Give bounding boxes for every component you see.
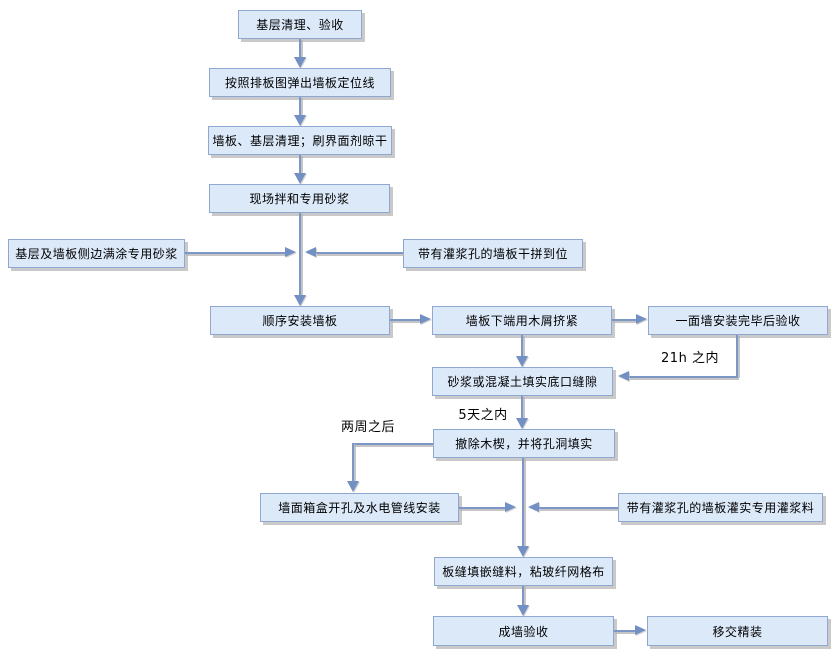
arrow-right-icon bbox=[505, 502, 516, 512]
arrow-right-icon bbox=[636, 314, 647, 324]
node-grout-panels: 带有灌浆孔的墙板灌实专用灌浆料 bbox=[618, 493, 823, 522]
node-wall-boxes-electrical: 墙面箱盒开孔及水电管线安装 bbox=[260, 493, 459, 522]
connector-line bbox=[352, 443, 354, 482]
arrow-left-icon bbox=[305, 247, 316, 257]
node-snap-layout-lines: 按照排板图弹出墙板定位线 bbox=[209, 68, 391, 97]
node-base-cleaning-acceptance: 基层清理、验收 bbox=[238, 10, 362, 39]
arrow-down-icon bbox=[517, 605, 529, 616]
node-dry-fit-panels: 带有灌浆孔的墙板干拼到位 bbox=[403, 239, 583, 268]
node-wedge-panel-bottom: 墙板下端用木屑挤紧 bbox=[432, 306, 612, 335]
arrow-down-icon bbox=[294, 57, 306, 68]
connector-line bbox=[736, 335, 738, 377]
connector-line bbox=[522, 586, 524, 606]
arrow-down-icon bbox=[517, 546, 529, 557]
node-install-panels-in-order: 顺序安装墙板 bbox=[210, 306, 390, 335]
edge-label-within-21h: 21h 之内 bbox=[661, 351, 719, 366]
node-site-mix-mortar: 现场拌和专用砂浆 bbox=[209, 184, 390, 213]
arrow-left-icon bbox=[528, 502, 539, 512]
arrow-down-icon bbox=[294, 295, 306, 306]
node-clean-and-primer: 墙板、基层清理；刷界面剂晾干 bbox=[208, 126, 392, 155]
arrow-down-icon bbox=[347, 481, 359, 492]
node-remove-wedges-fill-holes: 撤除木楔，并将孔洞填实 bbox=[433, 429, 615, 458]
connector-line bbox=[612, 319, 637, 321]
connector-line bbox=[629, 376, 738, 378]
connector-line bbox=[521, 335, 523, 357]
arrow-right-icon bbox=[420, 314, 431, 324]
connector-line bbox=[522, 458, 524, 547]
connector-line bbox=[521, 396, 523, 419]
connector-line bbox=[299, 213, 301, 296]
arrow-right-icon bbox=[285, 247, 296, 257]
arrow-down-icon bbox=[294, 115, 306, 126]
arrow-left-icon bbox=[618, 371, 629, 381]
edge-label-after-two-weeks: 两周之后 bbox=[340, 420, 395, 435]
arrow-down-icon bbox=[294, 173, 306, 184]
arrow-down-icon bbox=[516, 356, 528, 367]
node-wall-acceptance-after-install: 一面墙安装完毕后验收 bbox=[648, 306, 828, 335]
node-joint-filler-mesh: 板缝填嵌缝料，粘玻纤网格布 bbox=[434, 557, 613, 586]
connector-line bbox=[185, 252, 286, 254]
connector-line bbox=[539, 507, 618, 509]
connector-line bbox=[299, 39, 301, 58]
node-apply-mortar-sides: 基层及墙板侧边满涂专用砂浆 bbox=[8, 239, 185, 268]
connector-line bbox=[614, 630, 636, 632]
node-fill-bottom-gap: 砂浆或混凝土填实底口缝隙 bbox=[432, 367, 613, 396]
arrow-right-icon bbox=[635, 625, 646, 635]
connector-line bbox=[390, 319, 421, 321]
edge-label-within-5-days: 5天之内 bbox=[458, 408, 508, 423]
connector-line bbox=[299, 97, 301, 116]
connector-line bbox=[459, 507, 506, 509]
connector-line bbox=[352, 443, 433, 445]
node-final-wall-acceptance: 成墙验收 bbox=[433, 616, 614, 646]
node-handover-finishing: 移交精装 bbox=[647, 616, 828, 646]
connector-line bbox=[316, 252, 403, 254]
connector-line bbox=[299, 155, 301, 174]
arrow-down-icon bbox=[516, 418, 528, 429]
